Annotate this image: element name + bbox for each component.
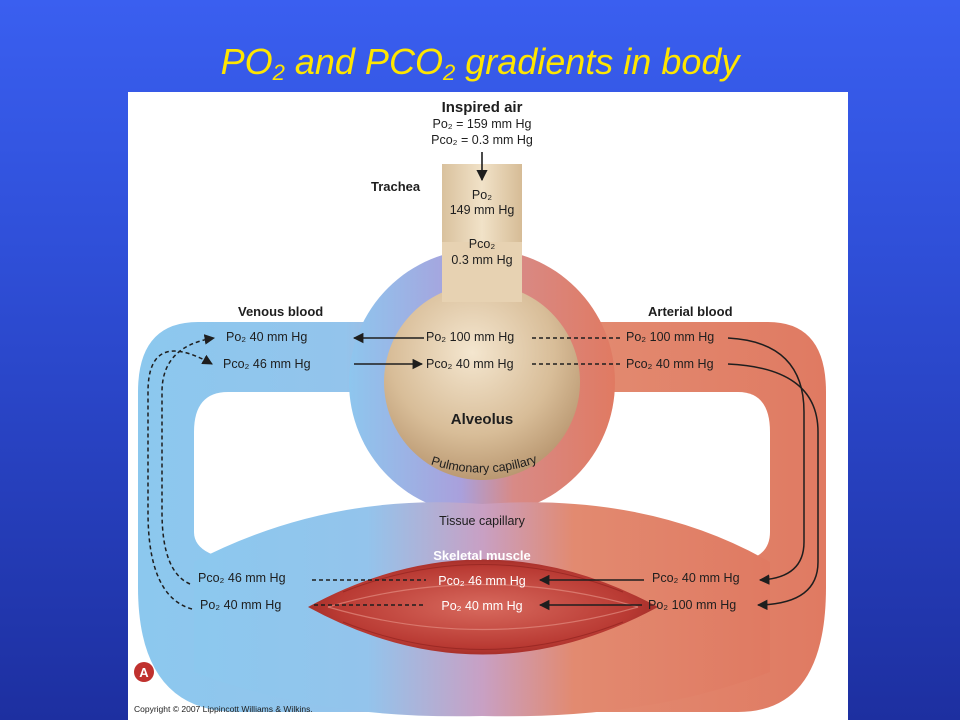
arterial-blood-heading: Arterial blood — [648, 304, 733, 319]
tissue-capillary-label: Tissue capillary — [439, 514, 525, 528]
trachea-po2-value: 149 mm Hg — [450, 203, 515, 217]
panel-badge — [134, 662, 154, 682]
alveolus-pco2: Pco₂ 40 mm Hg — [426, 357, 514, 371]
title-text-gradients: gradients in body — [455, 41, 740, 82]
title-text-po: PO — [220, 41, 273, 82]
venous-return-dashed-arrow-2 — [147, 350, 213, 610]
gas-exchange-figure: Inspired air Po₂ = 159 mm Hg Pco₂ = 0.3 … — [128, 92, 848, 720]
arterial-flow-arrow — [727, 337, 805, 585]
panel-badge-label: A — [139, 665, 149, 680]
arterial-po2: Po₂ 100 mm Hg — [626, 330, 714, 344]
inspired-air-heading: Inspired air — [442, 99, 523, 116]
title-subscript-2: 2 — [272, 60, 285, 85]
muscle-pco2: Pco₂ 46 mm Hg — [438, 574, 526, 588]
trachea-neck — [442, 242, 522, 302]
venous-blood-heading: Venous blood — [238, 304, 323, 319]
trachea-pco2-value: 0.3 mm Hg — [451, 253, 512, 267]
tissue-arterial-po2: Po₂ 100 mm Hg — [648, 598, 736, 612]
trachea-label: Trachea — [371, 179, 421, 194]
title-text-and-pco: and PCO — [284, 41, 443, 82]
alveolus — [384, 284, 580, 480]
tissue-arterial-pco2: Pco₂ 40 mm Hg — [652, 571, 740, 585]
slide-title: PO2 and PCO2 gradients in body — [0, 38, 960, 86]
muscle-po2: Po₂ 40 mm Hg — [441, 599, 522, 613]
skeletal-muscle-label: Skeletal muscle — [433, 548, 531, 563]
arterial-flow-arrow-2 — [727, 363, 819, 611]
arterial-pco2: Pco₂ 40 mm Hg — [626, 357, 714, 371]
copyright-notice: Copyright © 2007 Lippincott Williams & W… — [134, 704, 313, 714]
alveolus-label: Alveolus — [451, 411, 514, 428]
inspired-po2: Po₂ = 159 mm Hg — [433, 117, 532, 131]
alveolus-po2: Po₂ 100 mm Hg — [426, 330, 514, 344]
venous-pco2: Pco₂ 46 mm Hg — [223, 357, 311, 371]
gas-exchange-diagram: Inspired air Po₂ = 159 mm Hg Pco₂ = 0.3 … — [134, 99, 826, 717]
title-subscript-2b: 2 — [442, 60, 456, 85]
inspired-pco2: Pco₂ = 0.3 mm Hg — [431, 133, 533, 147]
trachea-po2-label: Po₂ — [472, 188, 492, 202]
muscle-fiber — [327, 606, 639, 631]
trachea-pco2-label: Pco₂ — [469, 237, 496, 251]
muscle-fiber — [342, 621, 624, 650]
muscle-fiber — [327, 583, 639, 608]
tissue-venous-pco2: Pco₂ 46 mm Hg — [198, 571, 286, 585]
venous-return-dashed-arrow — [161, 334, 216, 585]
tissue-venous-po2: Po₂ 40 mm Hg — [200, 598, 281, 612]
skeletal-muscle — [308, 559, 658, 655]
venous-po2: Po₂ 40 mm Hg — [226, 330, 307, 344]
